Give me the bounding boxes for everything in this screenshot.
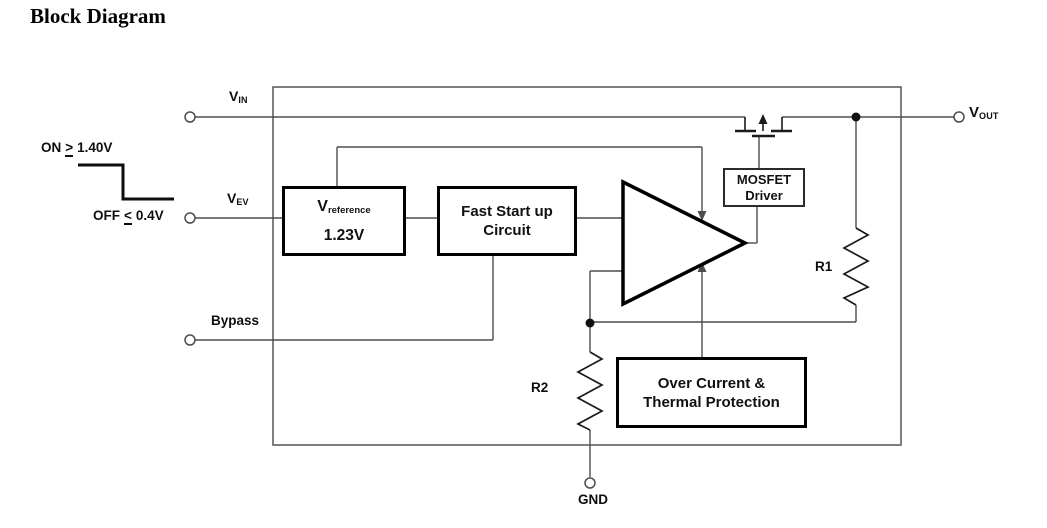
enable-step-waveform — [78, 163, 174, 201]
vref-block-label: Vreference — [317, 197, 371, 216]
vin-terminal-icon — [184, 111, 196, 123]
amp-input-arrows — [697, 211, 707, 272]
gnd-terminal-icon — [584, 477, 596, 489]
mosfet-driver-label-line2: Driver — [745, 187, 783, 203]
terminals — [184, 111, 965, 489]
vin-pin-label: VIN — [229, 88, 248, 105]
protection-block: Over Current & Thermal Protection — [616, 357, 807, 428]
junction-dot-vout — [851, 112, 861, 122]
fast-startup-block: Fast Start up Circuit — [437, 186, 577, 256]
mosfet-arrow-icon — [758, 114, 768, 124]
vev-pin-label: VEV — [227, 190, 249, 207]
mosfet-symbol — [735, 114, 792, 138]
fast-startup-label-line2: Circuit — [483, 222, 531, 239]
resistor-r1 — [842, 227, 870, 306]
resistor-r2 — [576, 351, 604, 431]
arrow-down-icon — [697, 211, 707, 221]
fast-startup-label-line1: Fast Start up — [461, 203, 553, 220]
enable-off-threshold-label: OFF<0.4V — [93, 208, 164, 226]
protection-label-line2: Thermal Protection — [643, 393, 780, 411]
wires — [195, 116, 954, 477]
error-amplifier-triangle — [621, 179, 749, 307]
vout-terminal-icon — [953, 111, 965, 123]
bypass-pin-label: Bypass — [211, 313, 260, 328]
vref-value: 1.23V — [323, 226, 365, 244]
mosfet-driver-block: MOSFET Driver — [723, 168, 805, 207]
ic-boundary-box — [272, 86, 902, 446]
vev-terminal-icon — [184, 212, 196, 224]
vref-block: Vreference 1.23V — [282, 186, 406, 256]
enable-on-threshold-label: ON>1.40V — [41, 140, 112, 158]
gnd-pin-label: GND — [578, 492, 608, 507]
junction-dot-feedback — [585, 318, 595, 328]
mosfet-driver-label-line1: MOSFET — [736, 171, 792, 187]
page-title: Block Diagram — [30, 4, 166, 28]
r2-label: R2 — [531, 380, 549, 395]
vout-pin-label: VOUT — [969, 104, 999, 121]
r1-label: R1 — [815, 259, 833, 274]
bypass-terminal-icon — [184, 334, 196, 346]
arrow-up-icon — [697, 262, 707, 272]
protection-label-line1: Over Current & — [657, 374, 766, 392]
